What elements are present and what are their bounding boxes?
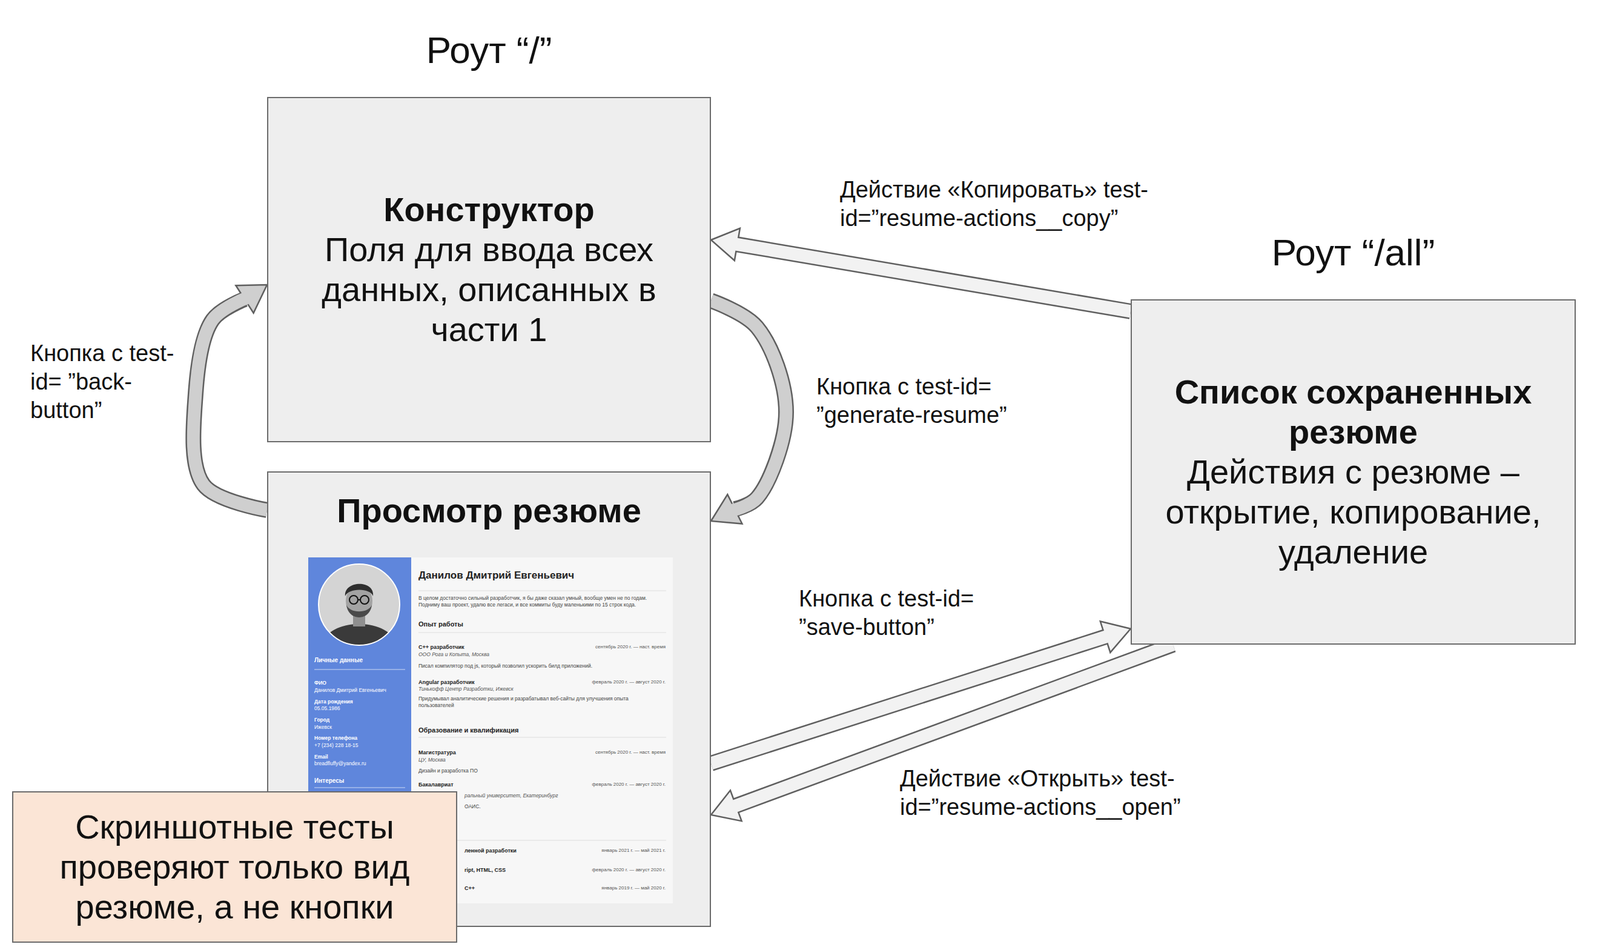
sidebar-rule	[314, 669, 406, 670]
resume-text: Дизайн и разработка ПО	[418, 767, 478, 774]
arrow-body	[193, 297, 268, 510]
resume-text: Angular разработчик	[418, 678, 475, 686]
resume-text: Образование и квалификация	[418, 726, 519, 735]
section-rule	[418, 737, 667, 738]
resume-photo	[318, 563, 400, 648]
box-title: Просмотр резюме	[336, 490, 642, 531]
route-heading: Роут “/”	[268, 27, 710, 73]
resume-text: Придумывал аналитические решения и разра…	[418, 695, 649, 709]
photo-glasses	[349, 595, 358, 604]
resume-text: ФИО	[314, 679, 327, 687]
resume-text: Писал компилятор под js, который позволи…	[418, 662, 593, 670]
block-arrow	[710, 228, 1131, 312]
resume-text: Ижевск	[314, 723, 332, 731]
resume-text: ОАИС.	[464, 803, 481, 810]
resume-text: Город	[314, 716, 330, 724]
section-rule	[418, 632, 667, 633]
photo-glasses	[360, 595, 369, 604]
edge-label: Действие «Открыть» test-id=”resume-actio…	[899, 764, 1288, 822]
box-body: Действия с резюме – открытие, копировани…	[1145, 451, 1562, 572]
photo-hair	[345, 583, 374, 596]
resume-text: январь 2021 г. — май 2021 г.	[601, 847, 666, 854]
block-arrow	[193, 284, 268, 510]
resume-text: Данилов Дмитрий Евгеньевич	[418, 568, 575, 582]
edge-label: Кнопка с test-id= ”save-button”	[798, 584, 1011, 642]
resume-text: C++	[464, 884, 475, 892]
resume-text: февраль 2020 г. — август 2020 г.	[592, 678, 666, 685]
route-heading: Роут “/all”	[1131, 230, 1575, 275]
page-box: Роут “/all”Список сохраненных резюмеДейс…	[1130, 299, 1576, 645]
resume-text: В целом достаточно сильный разработчик, …	[418, 594, 664, 609]
resume-text: Личные данные	[314, 656, 363, 665]
resume-text: сентябрь 2020 г. — наст. время	[595, 643, 666, 650]
resume-text: сентябрь 2020 г. — наст. время	[595, 749, 666, 756]
resume-text: январь 2019 г. — май 2020 г.	[601, 884, 666, 891]
resume-text: +7 (234) 228 18-15	[314, 741, 359, 749]
resume-text: Email	[314, 753, 329, 761]
box-title: Конструктор	[383, 189, 595, 230]
edge-label: Кнопка с test-id= ”back-button”	[30, 339, 182, 425]
section-rule	[418, 590, 667, 592]
photo-glasses	[357, 598, 361, 601]
block-arrow	[710, 300, 787, 524]
photo-rim	[318, 563, 400, 645]
page-box: Роут “/”КонструкторПоля для ввода всех д…	[267, 96, 711, 443]
resume-text: 05.05.1986	[314, 704, 341, 712]
resume-text: ленной разработки	[464, 847, 517, 854]
resume-text: breadfluffy@yandex.ru	[314, 760, 367, 767]
edge-label: Кнопка с test-id= ”generate-resume”	[816, 372, 1029, 430]
edge-label: Действие «Копировать» test-id=”resume-ac…	[839, 175, 1228, 233]
photo-beard	[346, 604, 372, 618]
resume-text: Дата рождения	[314, 698, 354, 705]
resume-text: Интересы	[314, 776, 344, 785]
sidebar-rule	[314, 787, 406, 788]
box-body: Поля для ввода всех данных, описанных в …	[307, 229, 672, 350]
box-title: Список сохраненных резюме	[1145, 371, 1562, 452]
resume-text: февраль 2020 г. — август 2020 г.	[592, 866, 666, 873]
resume-text: ript, HTML, CSS	[464, 866, 506, 874]
resume-text: ЦУ, Москва	[418, 756, 446, 764]
box-body: Скриншотные тесты проверяют только вид р…	[26, 806, 443, 927]
resume-text: Номер телефона	[314, 734, 358, 742]
resume-text: ООО Рога и Копыта, Москва	[418, 651, 490, 658]
resume-text: Магистратура	[418, 749, 457, 756]
resume-text: Данилов Дмитрий Евгеньевич	[314, 686, 387, 694]
resume-text: Бакалавриат	[418, 781, 454, 788]
arrow-body	[733, 244, 1131, 312]
arrow-body	[710, 300, 787, 510]
resume-text: ральный университет, Екатеринбург	[464, 792, 559, 799]
note-box: Скриншотные тесты проверяют только вид р…	[12, 790, 458, 943]
resume-text: C++ разработчик	[418, 643, 465, 651]
resume-text: Тинькофф Центр Разработки, Ижевск	[418, 685, 514, 693]
resume-text: февраль 2020 г. — август 2020 г.	[592, 781, 666, 788]
resume-text: Опыт работы	[418, 620, 464, 629]
